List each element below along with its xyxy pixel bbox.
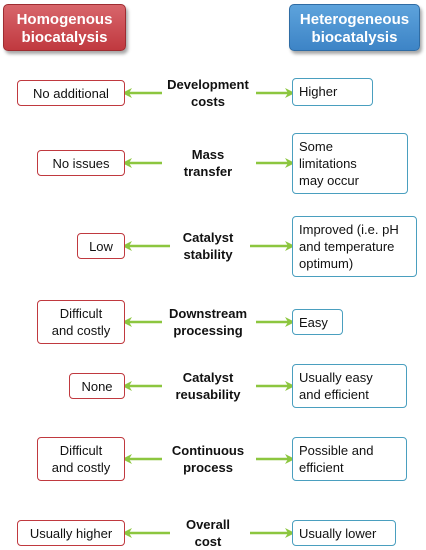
homogenous-downstream-processing-box: Difficult and costly (37, 300, 125, 344)
criterion-mass-transfer: Mass transfer (148, 146, 268, 180)
criterion-overall-cost: Overall cost (148, 516, 268, 550)
criterion-line-2: stability (183, 247, 233, 262)
heterogeneous-development-costs-box: Higher (292, 78, 373, 106)
box-text-line-1: Usually easy (299, 370, 373, 385)
box-text-line-1: Difficult (59, 306, 103, 321)
heterogeneous-overall-cost-box: Usually lower (292, 520, 396, 546)
homogenous-catalyst-stability-box: Low (77, 233, 125, 259)
heterogeneous-downstream-processing-box: Easy (292, 309, 343, 335)
heterogeneous-continuous-process-box: Possible and efficient (292, 437, 407, 481)
box-text-line-2: efficient (299, 460, 344, 475)
homogenous-header-line-1: Homogenous (16, 11, 113, 28)
homogenous-catalyst-reusability-box: None (69, 373, 125, 399)
homogenous-overall-cost-box: Usually higher (17, 520, 125, 546)
criterion-line-2: costs (191, 94, 225, 109)
box-text: No issues (52, 156, 110, 171)
criterion-catalyst-stability: Catalyst stability (148, 229, 268, 263)
box-text-line-2: and efficient (299, 387, 369, 402)
criterion-line-1: Downstream (168, 306, 248, 321)
box-text-line-2: and costly (51, 460, 111, 475)
heterogeneous-header-line-1: Heterogeneous (299, 11, 410, 28)
box-text-line-3: optimum) (299, 256, 354, 271)
criterion-line-1: Catalyst (182, 370, 234, 385)
criterion-line-2: processing (173, 323, 243, 338)
box-text-line-1: Possible and (299, 443, 374, 458)
box-text-line-2: limitations (299, 156, 357, 171)
heterogeneous-mass-transfer-box: Some limitations may occur (292, 133, 408, 194)
box-text-line-1: Difficult (59, 443, 103, 458)
box-text-line-3: may occur (299, 173, 359, 188)
heterogeneous-header: Heterogeneous biocatalysis (289, 4, 420, 51)
criterion-catalyst-reusability: Catalyst reusability (148, 369, 268, 403)
homogenous-mass-transfer-box: No issues (37, 150, 125, 176)
criterion-line-1: Mass (191, 147, 225, 162)
box-text: None (81, 379, 113, 394)
homogenous-development-costs-box: No additional (17, 80, 125, 106)
criterion-continuous-process: Continuous process (148, 442, 268, 476)
box-text-line-1: Improved (i.e. pH (299, 222, 399, 237)
box-text: Usually lower (299, 526, 377, 541)
criterion-development-costs: Development costs (148, 76, 268, 110)
box-text: Usually higher (29, 526, 113, 541)
box-text: Easy (299, 315, 328, 330)
heterogeneous-catalyst-reusability-box: Usually easy and efficient (292, 364, 407, 408)
box-text: Higher (299, 84, 338, 99)
criterion-downstream-processing: Downstream processing (148, 305, 268, 339)
box-text: No additional (33, 86, 109, 101)
homogenous-header-line-2: biocatalysis (21, 29, 108, 46)
criterion-line-1: Overall (185, 517, 231, 532)
heterogeneous-header-line-2: biocatalysis (311, 29, 398, 46)
criterion-line-2: transfer (183, 164, 233, 179)
criterion-line-2: process (183, 460, 233, 475)
criterion-line-2: reusability (175, 387, 241, 402)
box-text-line-2: and temperature (299, 239, 395, 254)
box-text: Low (89, 239, 113, 254)
criterion-line-1: Development (167, 77, 249, 92)
homogenous-header: Homogenous biocatalysis (3, 4, 126, 51)
criterion-line-1: Catalyst (182, 230, 234, 245)
criterion-line-1: Continuous (171, 443, 245, 458)
box-text-line-2: and costly (51, 323, 111, 338)
heterogeneous-catalyst-stability-box: Improved (i.e. pH and temperature optimu… (292, 216, 417, 277)
criterion-line-2: cost (194, 534, 222, 549)
box-text-line-1: Some (299, 139, 333, 154)
homogenous-continuous-process-box: Difficult and costly (37, 437, 125, 481)
